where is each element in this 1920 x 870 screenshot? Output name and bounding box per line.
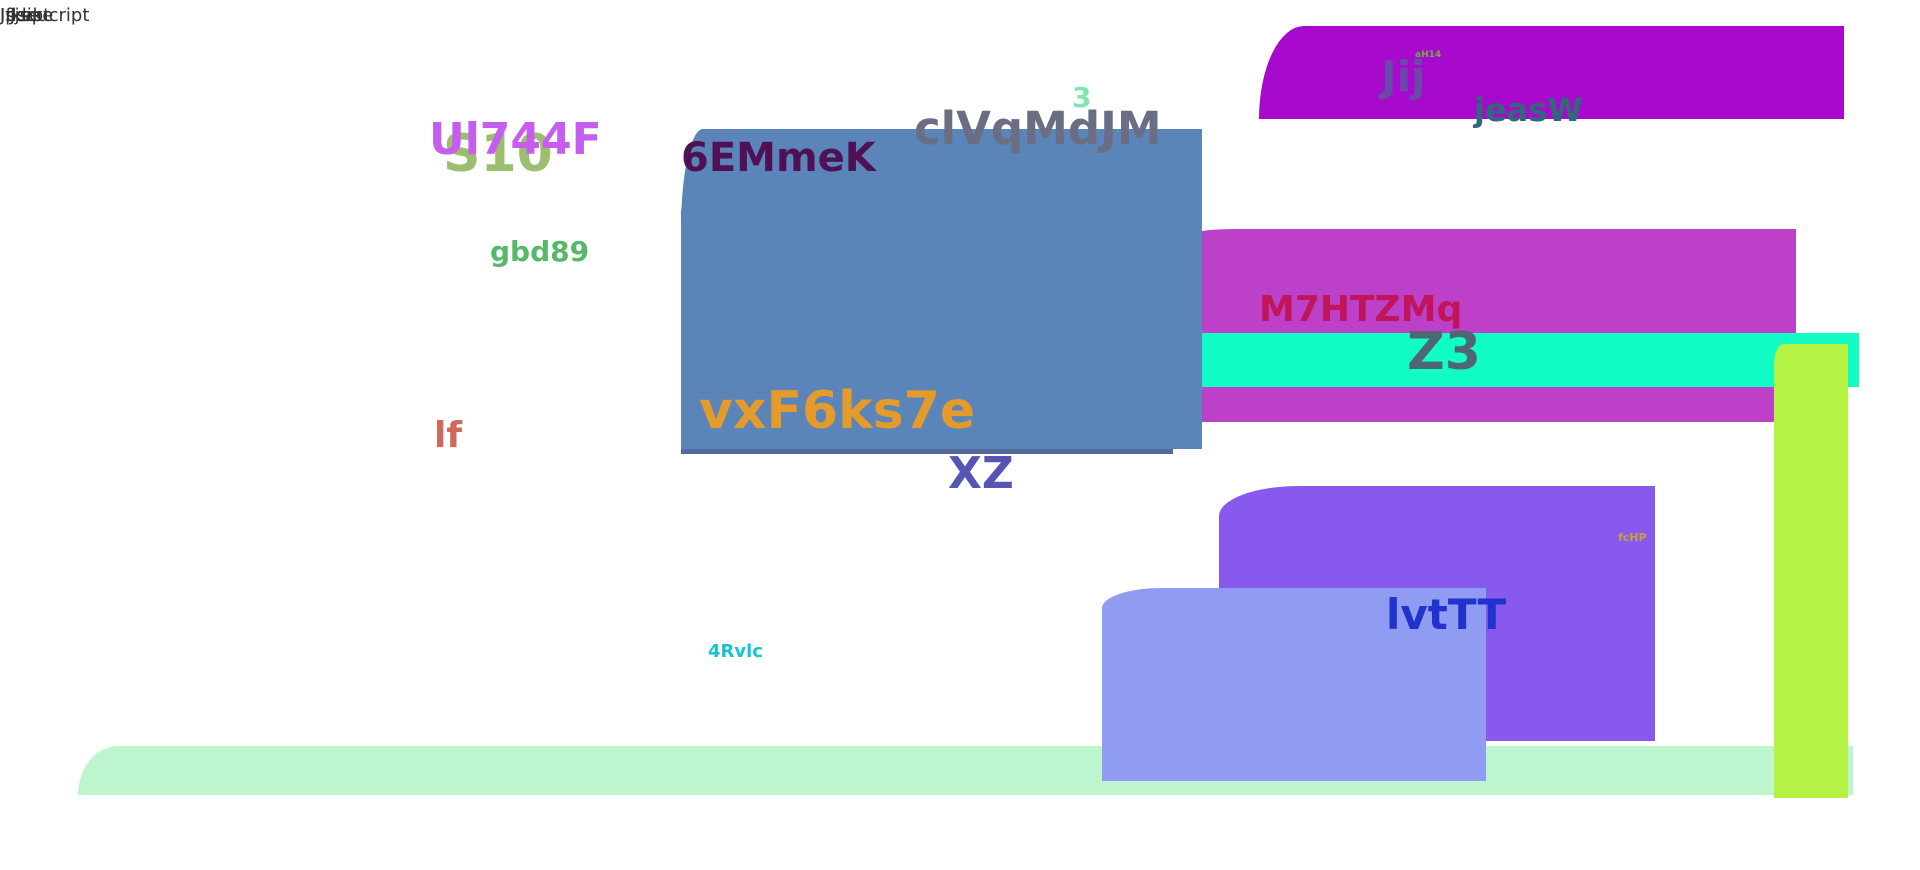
corner-label: Jdipt — [10, 5, 51, 26]
label-xz: XZ — [948, 448, 1014, 499]
label-fchp: fcHP — [1618, 531, 1647, 544]
corner-label: Ipseucript — [0, 5, 90, 26]
purple-top-block — [1259, 26, 1844, 119]
periwinkle-block — [1102, 588, 1486, 781]
label-6emmek: 6EMmeK — [681, 135, 876, 181]
steel-blue-block — [681, 129, 1202, 449]
mint-bar — [78, 746, 1853, 795]
label-ah14: aH14 — [1415, 50, 1442, 60]
label-z3: Z3 — [1407, 322, 1481, 382]
lime-bar — [1774, 344, 1848, 798]
label-3: 3 — [1072, 81, 1092, 114]
label-clvqmdjm: clVqMdJM — [914, 102, 1162, 155]
label-lvttt: lvtTT — [1386, 590, 1507, 639]
label-gbd89: gbd89 — [490, 235, 590, 268]
label-vxf6ks7e: vxF6ks7e — [699, 381, 976, 441]
magenta-block — [1175, 229, 1796, 422]
label-jeasw: jeasW — [1474, 91, 1583, 129]
label-s10: S10 — [443, 124, 553, 184]
corner-label: Ifkeke — [0, 5, 54, 26]
label-lf: lf — [434, 415, 463, 456]
label-4rvlc: 4Rvlc — [708, 641, 763, 662]
label-m7htzmq: M7HTZMq — [1259, 289, 1463, 330]
corner-label: Jsjse — [0, 5, 41, 26]
aqua-strip — [1195, 333, 1859, 387]
label-jij: Jij — [1381, 52, 1426, 101]
label-ul744f: Ul744F — [429, 114, 602, 165]
